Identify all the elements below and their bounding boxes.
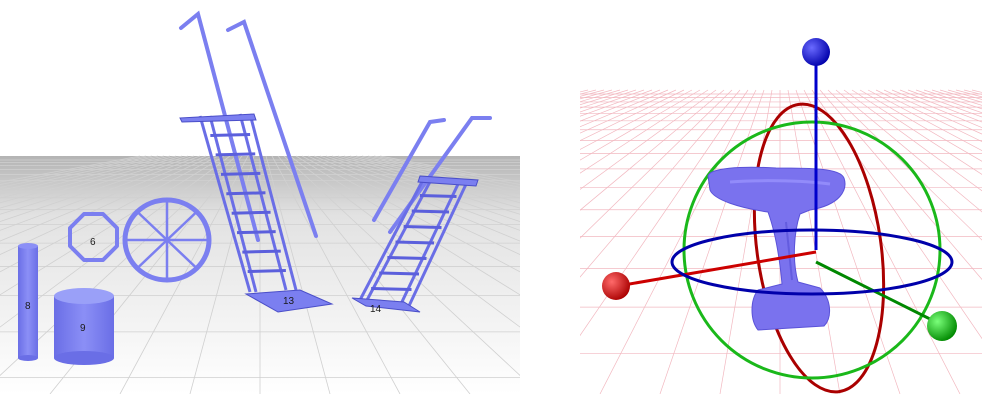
ladder-14-label: 14: [370, 304, 382, 315]
rotation-ring-green[interactable]: [682, 120, 942, 380]
ladder-13-label: 13: [283, 296, 295, 307]
cylinder-8[interactable]: 8: [18, 243, 38, 361]
pole-small-right-2[interactable]: [388, 116, 492, 234]
rotation-ring-blue[interactable]: [670, 228, 954, 296]
ladder-14[interactable]: 14: [351, 175, 479, 315]
gizmo-z-axis[interactable]: [802, 38, 830, 250]
left-scene[interactable]: 13 14 6: [0, 0, 520, 394]
pole-small-right-1[interactable]: [372, 118, 446, 222]
y-axis-handle[interactable]: [927, 311, 957, 341]
x-axis-handle[interactable]: [602, 272, 630, 300]
drill-model[interactable]: [707, 166, 846, 331]
octagon-6[interactable]: 6: [68, 212, 119, 262]
ladder-13[interactable]: 13: [179, 113, 334, 313]
cylinder-9-label: 9: [80, 323, 86, 334]
pole-left[interactable]: [179, 10, 260, 242]
cylinder-8-label: 8: [25, 301, 31, 312]
gizmo-x-axis[interactable]: [602, 250, 817, 300]
wheel[interactable]: [122, 197, 212, 283]
cylinder-9[interactable]: 9: [54, 288, 114, 365]
rotation-ring-red[interactable]: [737, 96, 900, 394]
pole-right[interactable]: [226, 19, 318, 238]
right-3d-viewport[interactable]: [580, 0, 982, 394]
octagon-6-label: 6: [90, 237, 96, 248]
right-scene[interactable]: [580, 0, 982, 394]
gizmo-y-axis[interactable]: [815, 260, 957, 341]
left-3d-viewport[interactable]: 13 14 6: [0, 0, 520, 394]
z-axis-handle[interactable]: [802, 38, 830, 66]
